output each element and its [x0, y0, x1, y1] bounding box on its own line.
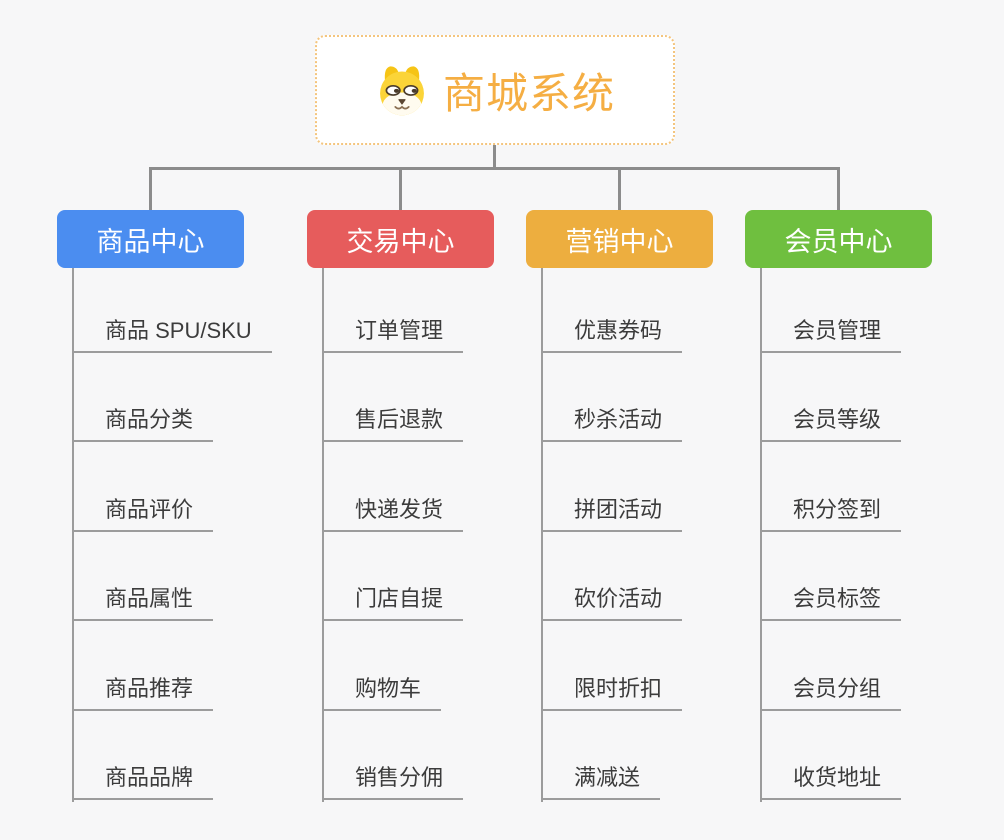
trunk-line-member: [760, 268, 762, 802]
child-topic[interactable]: 售后退款: [322, 353, 464, 443]
connector-drop-marketing: [618, 167, 621, 210]
child-topic-label: 销售分佣: [355, 764, 444, 790]
child-topic[interactable]: 会员等级: [760, 353, 902, 443]
child-topic-label: 砍价活动: [574, 586, 663, 612]
child-topic-label: 商品分类: [105, 407, 194, 433]
child-column-product: 商品 SPU/SKU 商品分类 商品评价 商品属性 商品推荐 商品品牌: [72, 264, 272, 800]
child-topic[interactable]: 限时折扣: [541, 621, 683, 711]
child-column-trade: 订单管理 售后退款 快递发货 门店自提 购物车 销售分佣: [322, 264, 464, 800]
connector-drop-member: [837, 167, 840, 210]
child-topic[interactable]: 会员标签: [760, 532, 902, 622]
root-title: 商城系统: [442, 69, 615, 117]
child-topic-label: 满减送: [574, 764, 641, 790]
root-topic[interactable]: 商城系统: [315, 35, 675, 145]
branch-label: 交易中心: [346, 226, 455, 257]
child-topic[interactable]: 商品属性: [72, 532, 214, 622]
child-topic[interactable]: 积分签到: [760, 442, 902, 532]
child-topic-label: 商品 SPU/SKU: [105, 317, 252, 343]
child-topic-label: 会员分组: [793, 675, 882, 701]
child-topic-label: 商品评价: [105, 496, 194, 522]
child-topic-label: 门店自提: [355, 586, 444, 612]
connector-root-stem: [493, 145, 496, 169]
child-topic-label: 拼团活动: [574, 496, 663, 522]
child-topic[interactable]: 销售分佣: [322, 711, 464, 800]
child-topic-label: 收货地址: [793, 764, 882, 790]
trunk-line-trade: [322, 268, 324, 802]
child-topic[interactable]: 商品 SPU/SKU: [72, 264, 272, 353]
child-topic[interactable]: 秒杀活动: [541, 353, 683, 443]
child-topic-label: 售后退款: [355, 407, 444, 433]
connector-drop-product: [149, 167, 152, 210]
dog-face-icon: [375, 63, 429, 117]
child-topic[interactable]: 收货地址: [760, 711, 902, 800]
child-topic-label: 快递发货: [355, 496, 444, 522]
child-topic-label: 订单管理: [355, 317, 444, 343]
child-topic[interactable]: 快递发货: [322, 442, 464, 532]
trunk-line-product: [72, 268, 74, 802]
branch-node-member-center[interactable]: 会员中心: [745, 210, 932, 268]
child-topic[interactable]: 拼团活动: [541, 442, 683, 532]
child-topic[interactable]: 会员分组: [760, 621, 902, 711]
branch-node-trade-center[interactable]: 交易中心: [307, 210, 494, 268]
branch-label: 会员中心: [784, 226, 893, 257]
child-topic[interactable]: 满减送: [541, 711, 661, 800]
child-topic-label: 会员标签: [793, 586, 882, 612]
trunk-line-marketing: [541, 268, 543, 802]
child-topic[interactable]: 购物车: [322, 621, 442, 711]
child-topic-label: 限时折扣: [574, 675, 663, 701]
child-topic-label: 秒杀活动: [574, 407, 663, 433]
child-topic-label: 优惠券码: [574, 317, 663, 343]
connector-horizontal-rail: [149, 167, 840, 170]
branch-label: 营销中心: [565, 226, 674, 257]
child-topic[interactable]: 优惠券码: [541, 264, 683, 353]
child-column-member: 会员管理 会员等级 积分签到 会员标签 会员分组 收货地址: [760, 264, 902, 800]
connector-drop-trade: [399, 167, 402, 210]
child-topic-label: 积分签到: [793, 496, 882, 522]
child-topic[interactable]: 订单管理: [322, 264, 464, 353]
child-topic-label: 商品属性: [105, 586, 194, 612]
child-topic[interactable]: 商品分类: [72, 353, 214, 443]
branch-node-product-center[interactable]: 商品中心: [57, 210, 244, 268]
child-topic-label: 会员等级: [793, 407, 882, 433]
child-topic[interactable]: 商品评价: [72, 442, 214, 532]
child-topic[interactable]: 商品品牌: [72, 711, 214, 800]
child-topic-label: 商品品牌: [105, 764, 194, 790]
child-topic-label: 购物车: [355, 675, 422, 701]
child-topic[interactable]: 商品推荐: [72, 621, 214, 711]
branch-label: 商品中心: [96, 226, 205, 257]
child-column-marketing: 优惠券码 秒杀活动 拼团活动 砍价活动 限时折扣 满减送: [541, 264, 683, 800]
branch-node-marketing-center[interactable]: 营销中心: [526, 210, 713, 268]
child-topic[interactable]: 门店自提: [322, 532, 464, 622]
child-topic-label: 商品推荐: [105, 675, 194, 701]
child-topic-label: 会员管理: [793, 317, 882, 343]
child-topic[interactable]: 会员管理: [760, 264, 902, 353]
child-topic[interactable]: 砍价活动: [541, 532, 683, 622]
